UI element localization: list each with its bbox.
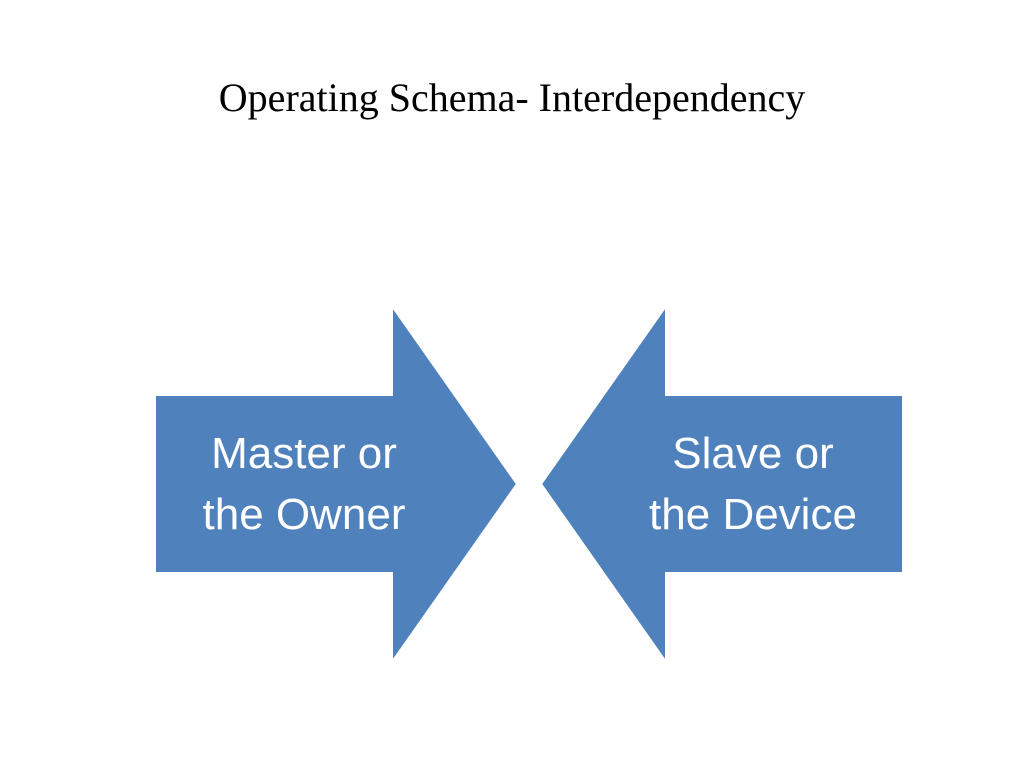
slave-device-label-line2: the Device xyxy=(649,490,857,539)
master-owner-label-line2: the Owner xyxy=(202,490,406,539)
slave-device-label-line1: Slave or xyxy=(672,429,834,478)
slide-title: Operating Schema- Interdependency xyxy=(218,75,806,120)
master-owner-label: Master or the Owner xyxy=(155,423,453,545)
right-pointing-arrow xyxy=(154,302,519,666)
slave-device-label: Slave or the Device xyxy=(603,423,903,545)
left-pointing-arrow xyxy=(539,302,904,666)
master-owner-label-line1: Master or xyxy=(211,429,397,478)
